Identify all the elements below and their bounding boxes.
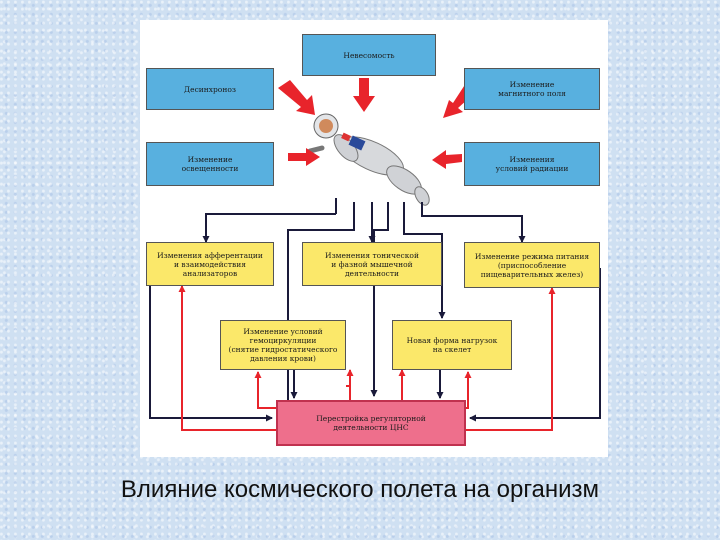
- effect-afferentation: Изменения афферентации и взаимодействия …: [146, 242, 274, 286]
- effect-hemocirculation: Изменение условий гемоциркуляции (снятие…: [220, 320, 346, 370]
- cns-regulation-box: Перестройка регуляторной деятельности ЦН…: [276, 400, 466, 446]
- slide-caption: Влияние космического полета на организм: [120, 476, 600, 503]
- effect-skeleton-load: Новая форма нагрузок на скелет: [392, 320, 512, 370]
- factor-radiation: Изменения условий радиации: [464, 142, 600, 186]
- effect-muscle-activity: Изменения тонической и фазной мышечной д…: [302, 242, 442, 286]
- diagram-panel: Невесомость Десинхроноз Изменение магнит…: [140, 20, 608, 457]
- astronaut-illustration: [307, 113, 430, 206]
- factor-desynchronosis: Десинхроноз: [146, 68, 274, 110]
- factor-weightlessness: Невесомость: [302, 34, 436, 76]
- factor-illumination: Изменение освещенности: [146, 142, 274, 186]
- factor-magnetic-field: Изменение магнитного поля: [464, 68, 600, 110]
- effect-nutrition: Изменение режима питания (приспособление…: [464, 242, 600, 288]
